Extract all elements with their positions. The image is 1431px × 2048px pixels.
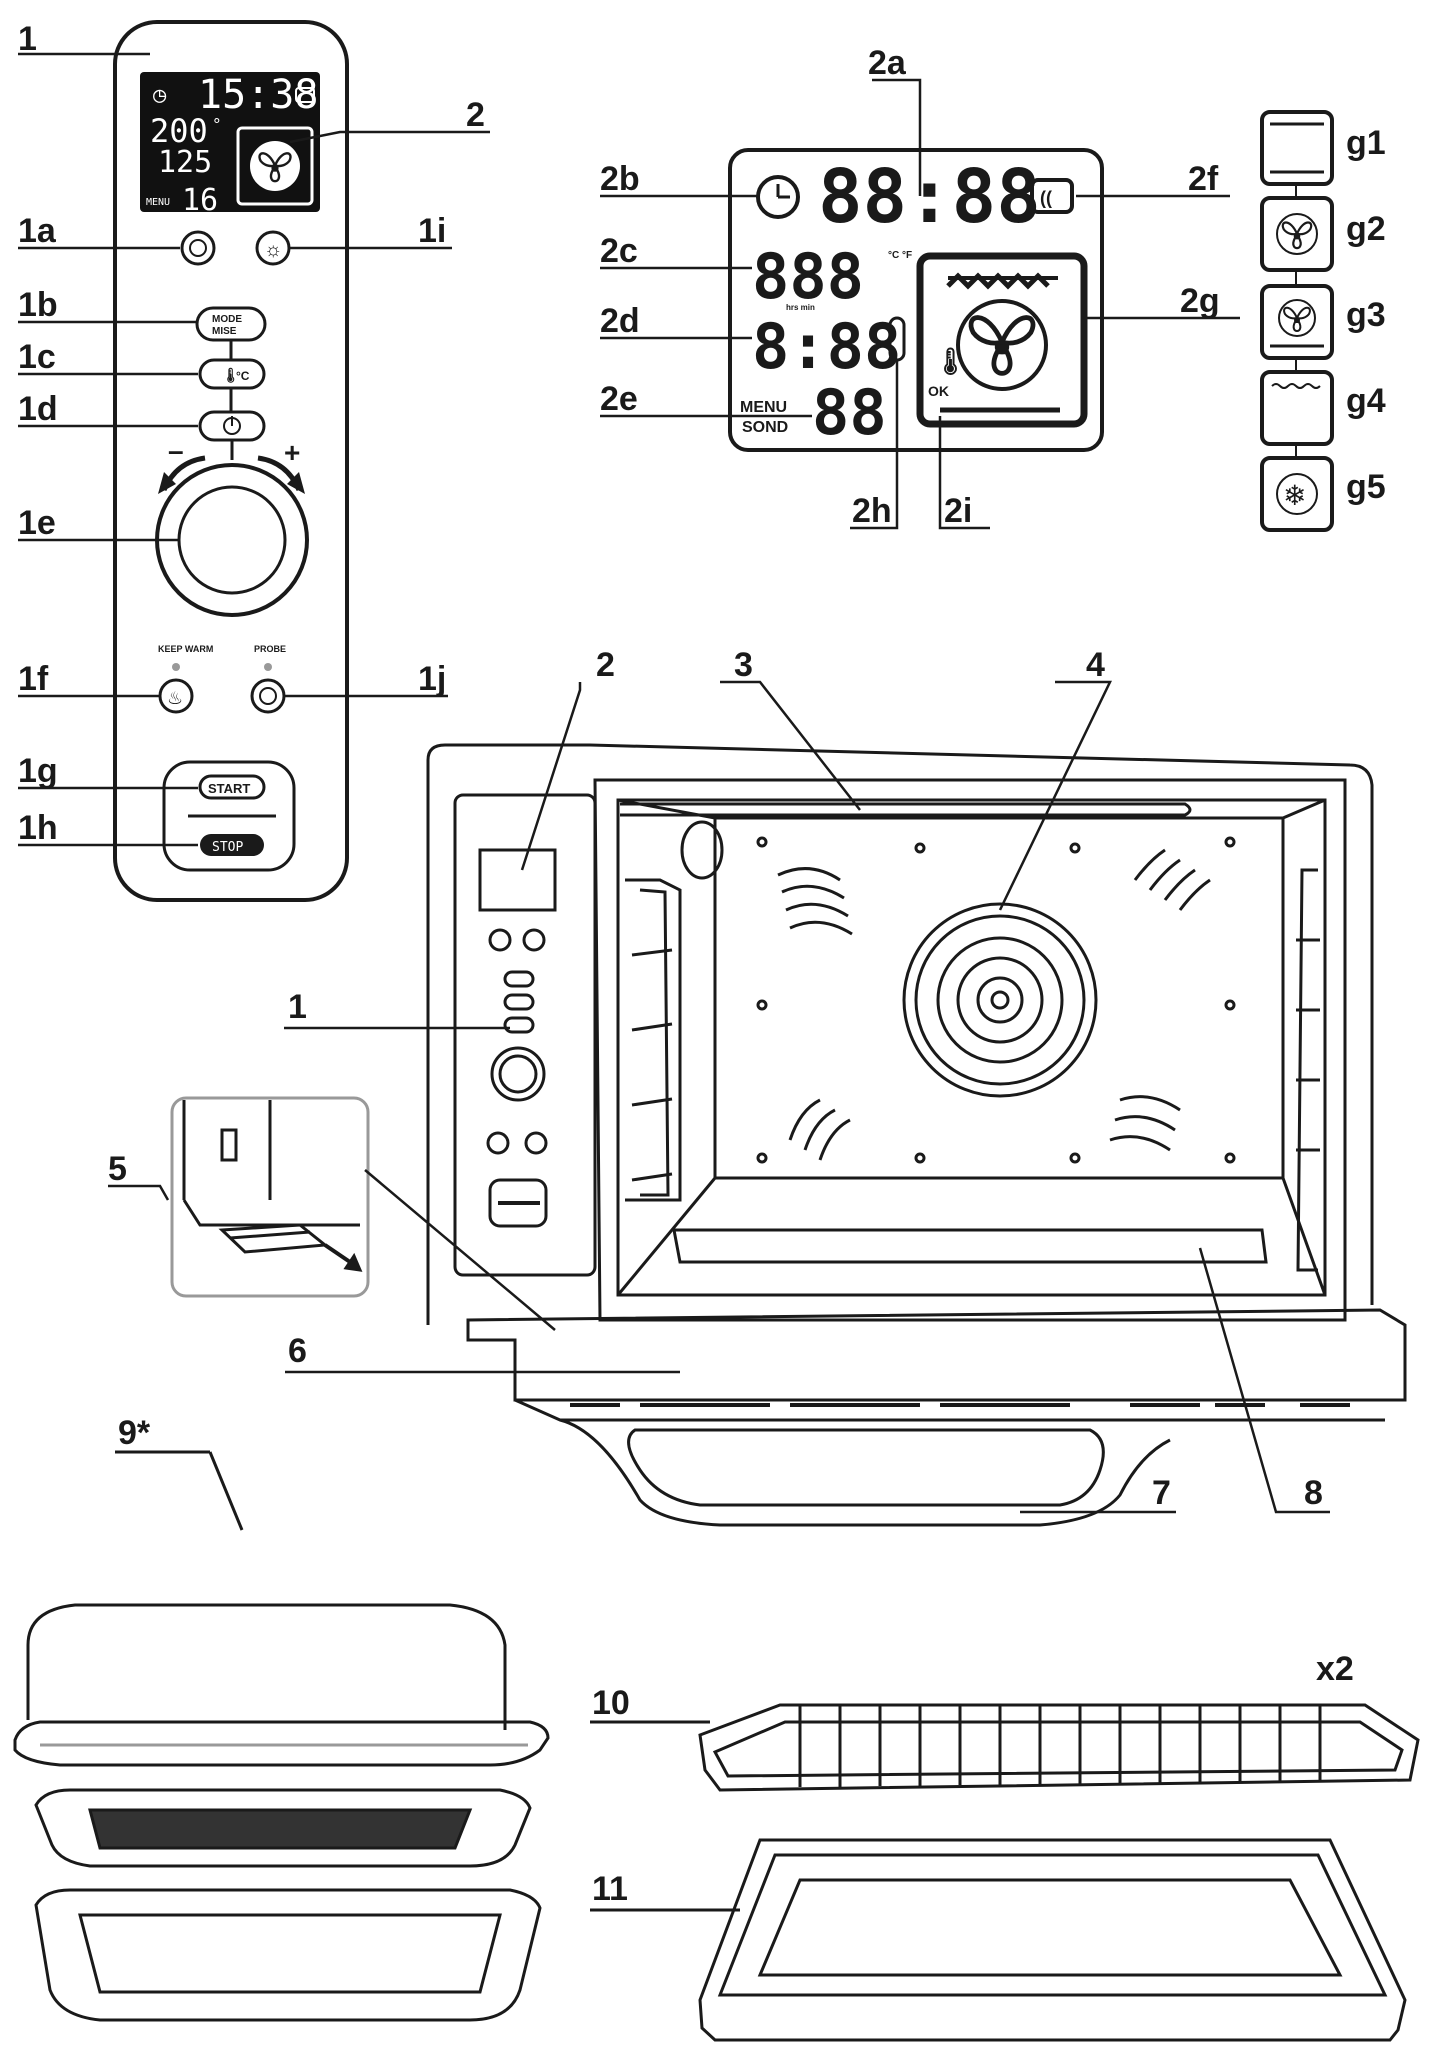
label-1j: 1j (418, 660, 447, 698)
label-2g: 2g (1180, 282, 1220, 320)
panel-clock: 15:38 (198, 72, 318, 118)
svg-text:((: (( (1040, 188, 1052, 208)
label-2b: 2b (600, 160, 640, 198)
mode-icon-g1 (1260, 110, 1334, 186)
svg-text:°C: °C (236, 369, 250, 383)
label-oven-1: 1 (288, 988, 307, 1026)
light-button[interactable] (255, 230, 291, 266)
svg-text:MENU: MENU (740, 399, 787, 416)
label-10: 10 (592, 1684, 630, 1722)
timer-button[interactable] (180, 230, 216, 266)
clock-icon: ◷ (153, 83, 167, 108)
label-9: 9* (118, 1414, 151, 1452)
svg-text:SOND: SOND (742, 419, 788, 436)
label-oven-6: 6 (288, 1332, 307, 1370)
fan-icon (956, 299, 1048, 391)
display-digits-low: 8:88 (752, 310, 901, 383)
label-g2: g2 (1346, 210, 1386, 248)
mode-icon-g5 (1260, 456, 1334, 532)
label-oven-3: 3 (734, 646, 753, 684)
oven-leaders (108, 680, 1330, 1514)
label-1a: 1a (18, 212, 56, 250)
label-2e: 2e (600, 380, 638, 418)
label-2c: 2c (600, 232, 638, 270)
oven-body (426, 743, 1407, 1527)
label-g4: g4 (1346, 382, 1386, 420)
label-oven-5: 5 (108, 1150, 127, 1188)
display-digits-mid: 888 (752, 240, 864, 313)
label-g5: g5 (1346, 468, 1386, 506)
svg-text:OK: OK (928, 383, 949, 399)
keep-warm-icon: ♨ (167, 688, 183, 708)
label-2f: 2f (1188, 160, 1219, 198)
wire-rack (590, 1703, 1420, 1792)
steam-cooker (13, 1450, 550, 2022)
label-1b: 1b (18, 286, 58, 324)
label-x2: x2 (1316, 1650, 1354, 1688)
crumb-tray-inset (170, 1096, 370, 1298)
baking-tray (590, 1838, 1407, 2042)
label-2h: 2h (852, 492, 892, 530)
panel-menu-value: 16 (182, 183, 218, 218)
display-leaders (600, 78, 1240, 530)
label-1c: 1c (18, 338, 56, 376)
label-1d: 1d (18, 390, 58, 428)
label-oven-2: 2 (596, 646, 615, 684)
clock-icon (189, 239, 207, 257)
panel-leaders (18, 52, 490, 847)
mode-icon-g4 (1260, 370, 1334, 446)
svg-text:hrs min: hrs min (786, 303, 815, 312)
label-1i: 1i (418, 212, 447, 250)
label-g3: g3 (1346, 296, 1386, 334)
svg-text:KEEP WARM: KEEP WARM (158, 644, 213, 654)
label-oven-8: 8 (1304, 1474, 1323, 1512)
svg-text:PROBE: PROBE (254, 644, 286, 654)
label-g1: g1 (1346, 124, 1386, 162)
stop-button[interactable] (200, 834, 264, 856)
panel-probe: 125 (158, 145, 212, 180)
label-oven-4: 4 (1086, 646, 1105, 684)
svg-text:MENU: MENU (146, 197, 170, 208)
probe-button[interactable] (250, 678, 286, 714)
label-1: 1 (18, 20, 37, 58)
svg-text:STOP: STOP (212, 840, 243, 855)
display-detail: 88:88 (( 888 °C °F 8:88 hrs min MENU SON… (728, 148, 1104, 452)
svg-text:MISE: MISE (212, 326, 237, 337)
start-button[interactable] (198, 774, 266, 800)
snowflake-icon: ❄ (1283, 480, 1306, 511)
svg-text:°C °F: °C °F (888, 250, 912, 261)
probe-icon (259, 687, 277, 705)
svg-text:START: START (208, 781, 250, 796)
svg-text:MODE: MODE (212, 314, 242, 325)
label-1e: 1e (18, 504, 56, 542)
svg-text:–: – (168, 435, 184, 466)
control-panel: ◷ 15:38 200 ° 125 MENU 16 ☼ MODE MISE 🌡 … (113, 20, 349, 902)
mode-icons: ❄ (1260, 110, 1334, 532)
light-icon: ☼ (264, 239, 282, 261)
label-2: 2 (466, 96, 485, 134)
thermometer-icon: 🌡 (934, 346, 967, 376)
thermometer-icon: 🌡 (222, 367, 240, 383)
label-2a: 2a (868, 44, 906, 82)
label-2i: 2i (944, 492, 973, 530)
svg-text:°: ° (212, 115, 222, 134)
display-digits-menu: 88 (812, 376, 887, 449)
svg-text:+: + (284, 437, 300, 468)
label-2d: 2d (600, 302, 640, 340)
display-digits-top: 88:88 (818, 154, 1041, 240)
label-11: 11 (592, 1870, 628, 1908)
label-oven-7: 7 (1152, 1474, 1171, 1512)
panel-temp: 200 (150, 112, 208, 150)
label-1g: 1g (18, 752, 58, 790)
label-1h: 1h (18, 809, 58, 847)
label-1f: 1f (18, 660, 49, 698)
